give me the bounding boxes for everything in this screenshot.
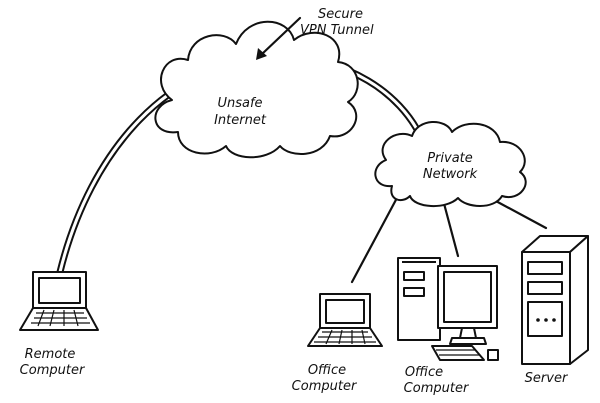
desktop-computer-icon [397,257,499,361]
private-network-label-line1: Private [427,151,473,166]
laptop-icon [19,271,99,331]
office-laptop: Office Computer [292,293,383,394]
link-to-office-laptop [350,194,400,284]
private-network-label-line2: Network [423,167,478,182]
vpn-callout-label-line2: VPN Tunnel [300,23,374,38]
remote-laptop: Remote Computer [19,271,99,378]
internet-cloud-label-line2: Internet [214,113,267,128]
link-to-server [492,198,548,230]
office-desktop-label-line1: Office [405,365,443,380]
office-laptop-label-line2: Computer [292,379,358,394]
vpn-callout: Secure VPN Tunnel [256,7,374,60]
remote-computer-label-line1: Remote [25,347,76,362]
server: Server [521,235,589,386]
office-desktop: Office Computer [397,257,499,396]
server-tower-icon [521,235,589,365]
server-label: Server [525,371,569,386]
remote-computer-label-line2: Computer [20,363,86,378]
vpn-callout-arrowhead-icon [256,48,267,60]
office-laptop-label-line1: Office [308,363,346,378]
internet-cloud: Unsafe Internet [154,20,359,159]
office-desktop-label-line2: Computer [404,381,470,396]
private-network-cloud: Private Network [374,121,527,207]
internet-cloud-label-line1: Unsafe [217,96,262,111]
vpn-callout-label-line1: Secure [318,7,363,22]
vpn-callout-arrow [260,16,302,56]
internet-cloud-shape [154,20,359,159]
laptop-icon [307,293,383,347]
private-network-cloud-shape [374,121,527,207]
